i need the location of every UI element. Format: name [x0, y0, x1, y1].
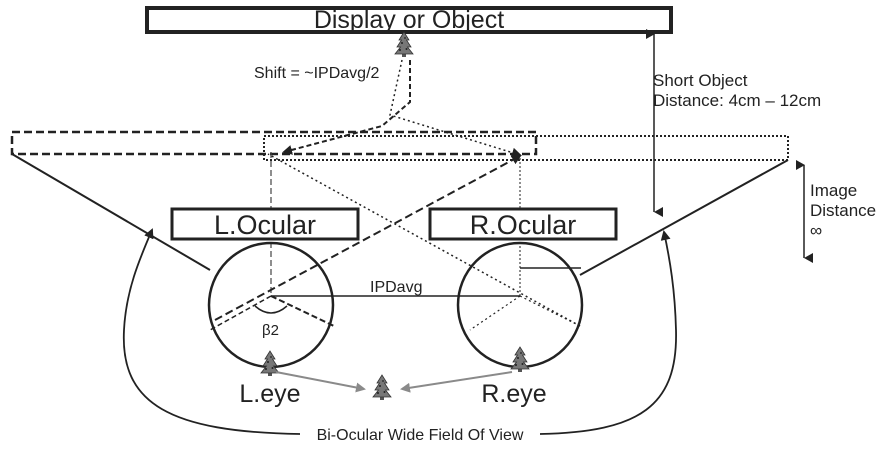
beta-label: β2 — [262, 322, 279, 339]
display-box — [145, 6, 673, 34]
right-eye-ray-right — [519, 295, 581, 327]
fov-line-right — [579, 159, 789, 276]
left-ocular-box — [170, 207, 360, 241]
beta-angle-arc — [254, 305, 288, 314]
shift-dashed-path — [282, 60, 411, 155]
image-distance-line3: ∞ — [810, 221, 822, 240]
right-eye-label: R.eye — [481, 380, 546, 408]
fov-line-left — [11, 153, 211, 271]
right-eye-ray-up — [267, 153, 581, 327]
display-label: Display or Object — [314, 6, 504, 34]
right-ocular-label: R.Ocular — [470, 210, 577, 240]
virtual-image-plane-left — [10, 130, 538, 156]
left-eye-ray-down — [270, 295, 337, 328]
left-eye-ray-up — [214, 155, 522, 321]
shift-label: Shift = ~IPDavg/2 — [254, 65, 380, 82]
dotted-path-right — [389, 59, 522, 158]
virtual-image-plane-right — [263, 135, 789, 161]
fov-curve-right — [539, 230, 677, 435]
object-tree-icon — [394, 31, 414, 58]
right-to-fused-arrow — [400, 371, 513, 393]
left-eye-ray-left — [209, 295, 272, 331]
short-object-distance-line1: Short Object — [653, 71, 748, 90]
right-eye-ray-down — [469, 295, 521, 331]
fused-image-tree-icon — [372, 374, 392, 401]
left-eye-label: L.eye — [239, 380, 300, 408]
ipd-label: IPDavg — [370, 279, 422, 296]
right-eye-tree-icon — [510, 346, 530, 373]
right-ocular-box — [428, 207, 618, 241]
short-object-distance-line2: Distance: 4cm – 12cm — [653, 91, 821, 110]
image-distance-line2: Distance — [810, 201, 876, 220]
fov-curve-left — [122, 228, 301, 435]
left-ocular-label: L.Ocular — [214, 210, 316, 240]
left-to-fused-arrow — [275, 371, 366, 393]
fov-label: Bi-Ocular Wide Field Of View — [317, 427, 524, 444]
image-distance-line1: Image — [810, 181, 857, 200]
